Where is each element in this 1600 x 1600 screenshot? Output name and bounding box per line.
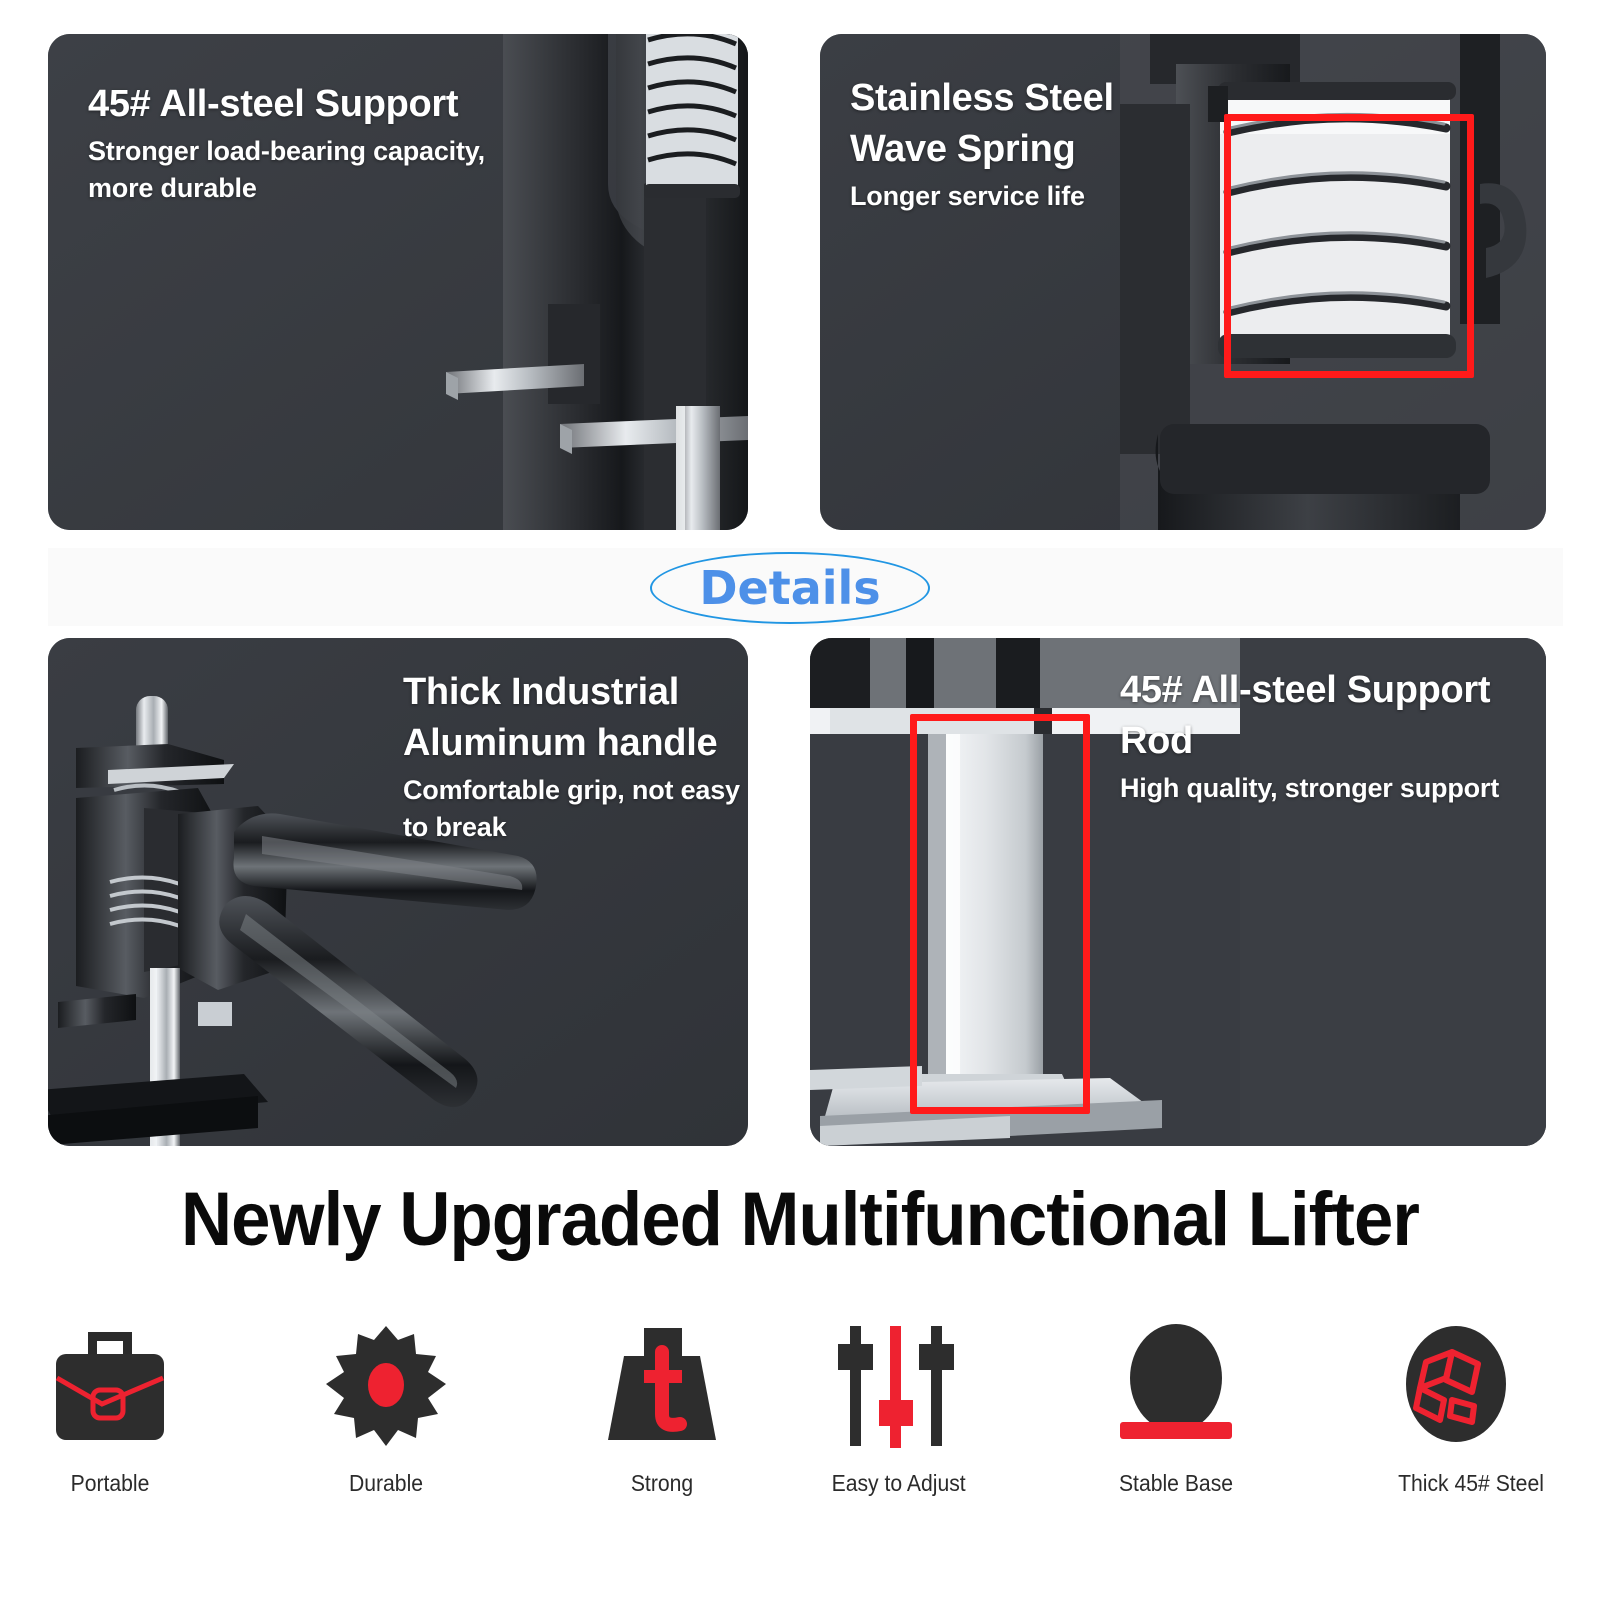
aluminum-handle-text: Thick Industrial Aluminum handle Comfort… [403, 670, 743, 846]
feature-label-stable-base: Stable Base [1118, 1470, 1234, 1496]
panel-all-steel-support: 45# All-steel Support Stronger load-bear… [48, 34, 748, 530]
gear-icon [316, 1316, 456, 1456]
panel-title: 45# All-steel Support [88, 83, 459, 125]
panel-subtitle-line1: Comfortable grip, not easy [403, 774, 740, 805]
panel-title-line1: Stainless Steel [850, 77, 1114, 119]
panel-title-line2: Wave Spring [850, 127, 1076, 170]
wave-spring-text: Stainless Steel Wave Spring Longer servi… [850, 76, 1180, 215]
all-steel-support-text: 45# All-steel Support Stronger load-bear… [88, 82, 548, 207]
panel-title-line1: Thick Industrial [403, 671, 680, 713]
page-headline: Newly Upgraded Multifunctional Lifter [181, 1177, 1420, 1262]
support-rod-text: 45# All-steel Support Rod High quality, … [1120, 668, 1530, 807]
details-badge: Details [650, 552, 930, 624]
steel-bars-icon [1386, 1316, 1526, 1456]
briefcase-icon [40, 1316, 180, 1456]
details-ellipse-outline [650, 552, 930, 624]
sliders-icon [826, 1316, 966, 1456]
bottom-white-strip [48, 1556, 748, 1600]
support-rod-photo [810, 638, 1546, 1146]
feature-label-row: Portable Durable Strong Easy to Adjust S… [0, 1470, 1600, 1510]
feature-label-durable: Durable [348, 1470, 424, 1496]
dome-base-icon [1106, 1316, 1246, 1456]
panel-wave-spring: Stainless Steel Wave Spring Longer servi… [820, 34, 1546, 530]
feature-label-easy-adjust: Easy to Adjust [831, 1470, 966, 1496]
panel-title-line1: 45# All-steel Support [1120, 669, 1491, 711]
weight-icon [592, 1316, 732, 1456]
panel-subtitle: Longer service life [850, 180, 1085, 211]
panel-subtitle-line1: Stronger load-bearing capacity, [88, 135, 485, 166]
panel-aluminum-handle: Thick Industrial Aluminum handle Comfort… [48, 638, 748, 1146]
panel-support-rod: 45# All-steel Support Rod High quality, … [810, 638, 1546, 1146]
feature-label-portable: Portable [70, 1470, 150, 1496]
details-label: Details [699, 561, 881, 615]
panel-title-line2: Aluminum handle [403, 721, 718, 764]
panel-title-line2: Rod [1120, 719, 1193, 762]
aluminum-handle-photo [48, 638, 748, 1146]
panel-subtitle: High quality, stronger support [1120, 772, 1500, 803]
support-rod-highlight-box [910, 714, 1090, 1114]
feature-label-thick-steel: Thick 45# Steel [1398, 1470, 1544, 1496]
panel-subtitle-line2: to break [403, 811, 507, 842]
wave-spring-highlight-box [1224, 114, 1474, 378]
panel-subtitle-line2: more durable [88, 173, 257, 204]
feature-label-strong: Strong [630, 1470, 694, 1496]
all-steel-support-photo [48, 34, 748, 530]
